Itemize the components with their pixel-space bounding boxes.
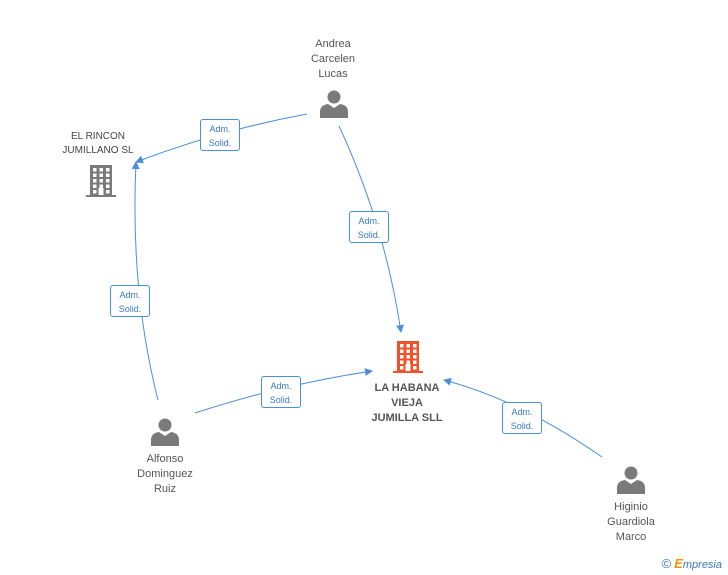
edge-label-andrea-habana[interactable]: Adm. Solid. bbox=[349, 211, 389, 243]
node-label-line: JUMILLANO SL bbox=[62, 145, 134, 156]
edge-label-line: Solid. bbox=[208, 138, 232, 148]
footer-brand: ©Empresia bbox=[662, 556, 722, 571]
edge-label-line: Adm. bbox=[209, 124, 231, 134]
edge-label-line: Adm. bbox=[270, 381, 292, 391]
edge-label-line: Adm. bbox=[358, 216, 380, 226]
node-label-line: VIEJA bbox=[391, 397, 423, 409]
building-icon[interactable] bbox=[86, 165, 116, 197]
edge-alfonso-rincon bbox=[131, 161, 159, 401]
edge-label-alfonso-habana[interactable]: Adm. Solid. bbox=[261, 376, 301, 408]
node-label-line: Dominguez bbox=[137, 468, 193, 480]
edge-label-line: Solid. bbox=[118, 304, 142, 314]
node-label-line: JUMILLA SLL bbox=[371, 412, 443, 424]
edge-label-line: Solid. bbox=[269, 395, 293, 405]
edge-label-alfonso-rincon[interactable]: Adm. Solid. bbox=[110, 285, 150, 317]
edge-label-line: Adm. bbox=[511, 407, 533, 417]
brand-initial: E bbox=[674, 556, 683, 571]
person-icon[interactable] bbox=[151, 418, 179, 447]
copyright-icon: © bbox=[661, 556, 672, 571]
edge-label-line: Adm. bbox=[119, 290, 141, 300]
brand-name: mpresia bbox=[682, 559, 722, 571]
node-label-habana[interactable]: LA HABANA VIEJA JUMILLA SLL bbox=[371, 381, 442, 426]
node-label-line: Andrea bbox=[315, 38, 351, 50]
person-icon[interactable] bbox=[320, 90, 348, 119]
node-label-rincon[interactable]: EL RINCON JUMILLANO SL bbox=[62, 130, 133, 158]
node-label-line: Lucas bbox=[318, 68, 348, 80]
node-label-line: EL RINCON bbox=[70, 131, 126, 142]
node-label-line: Alfonso bbox=[146, 453, 184, 465]
building-icon[interactable] bbox=[393, 341, 423, 373]
node-label-line: Higinio bbox=[614, 501, 648, 513]
node-label-line: Ruiz bbox=[153, 483, 177, 495]
node-label-line: Carcelen bbox=[310, 53, 356, 65]
node-label-line: LA HABANA bbox=[374, 382, 440, 394]
node-label-line: Guardiola bbox=[607, 516, 655, 528]
edge-label-higinio-habana[interactable]: Adm. Solid. bbox=[502, 402, 542, 434]
edge-label-line: Solid. bbox=[357, 230, 381, 240]
node-label-line: Marco bbox=[615, 531, 647, 543]
edge-label-line: Solid. bbox=[510, 421, 534, 431]
person-icon[interactable] bbox=[617, 466, 645, 495]
edge-label-andrea-rincon[interactable]: Adm. Solid. bbox=[200, 119, 240, 151]
